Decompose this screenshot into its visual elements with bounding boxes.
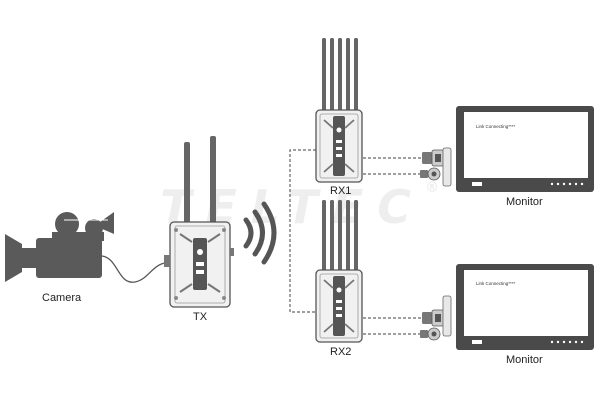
tx-label: TX	[193, 311, 208, 323]
monitor-icon-1	[456, 106, 594, 192]
video-camera-icon	[5, 212, 114, 282]
sdi-connector-icon-2	[420, 327, 441, 341]
sdi-connector-icon	[420, 167, 441, 181]
dashed-links	[289, 149, 430, 335]
monitor1-input-panel	[442, 147, 452, 187]
camera-tx-cable	[101, 255, 173, 283]
wireless-signal-icon	[243, 201, 277, 265]
watermark-mark: ®	[425, 180, 440, 196]
monitor1-label: Monitor	[506, 196, 543, 208]
hdmi-connector-icon	[422, 149, 445, 167]
monitor1-screen-text: Link Connecting****	[476, 124, 516, 129]
hdmi-connector-icon-2	[422, 309, 445, 327]
receiver-icon-rx2	[315, 200, 363, 343]
receiver-icon-rx1	[315, 38, 363, 183]
monitor2-label: Monitor	[506, 354, 543, 366]
rx1-label: RX1	[330, 185, 352, 197]
transmitter-icon	[164, 136, 234, 308]
monitor-icon-2	[456, 264, 594, 350]
rx2-label: RX2	[330, 346, 352, 358]
monitor2-input-panel	[442, 295, 452, 337]
camera-label: Camera	[42, 292, 82, 304]
monitor2-screen-text: Link Connecting****	[476, 281, 516, 286]
